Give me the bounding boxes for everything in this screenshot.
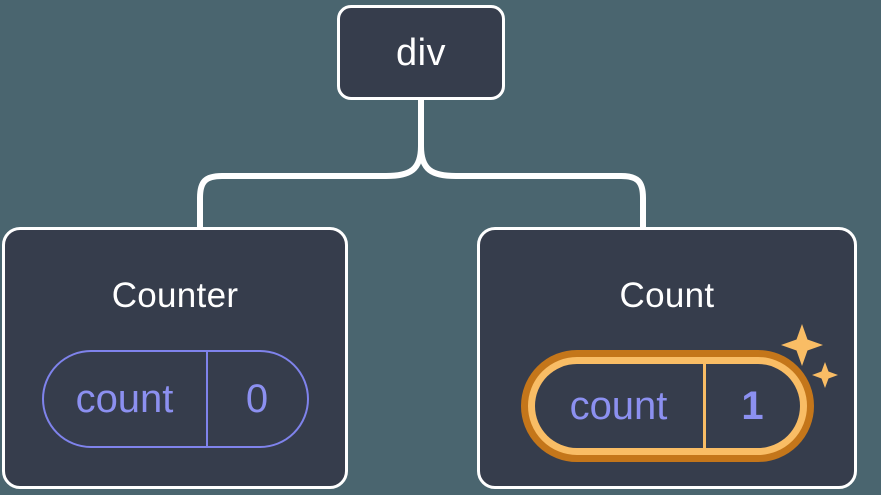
counter-state-key: count: [44, 352, 208, 446]
connector-to-count: [418, 143, 646, 230]
count-state-key: count: [535, 364, 706, 448]
connector-to-counter: [197, 143, 424, 230]
counter-state-value: 0: [245, 377, 269, 421]
counter-state-pill-wrap: count 0: [5, 350, 345, 448]
node-counter-title: Counter: [111, 276, 239, 315]
node-count[interactable]: Count count 1: [477, 227, 857, 489]
count-state-value: 1: [741, 384, 764, 428]
counter-state-pill[interactable]: count 0: [41, 350, 309, 448]
node-root-div[interactable]: div: [337, 5, 505, 100]
node-count-title: Count: [619, 276, 715, 315]
count-state-pill[interactable]: count 1: [520, 350, 814, 462]
count-state-pill-wrap: count 1: [480, 350, 854, 462]
node-counter[interactable]: Counter count 0: [2, 227, 348, 489]
node-root-label: div: [395, 31, 447, 74]
count-state-pill-inner: count 1: [534, 364, 800, 448]
